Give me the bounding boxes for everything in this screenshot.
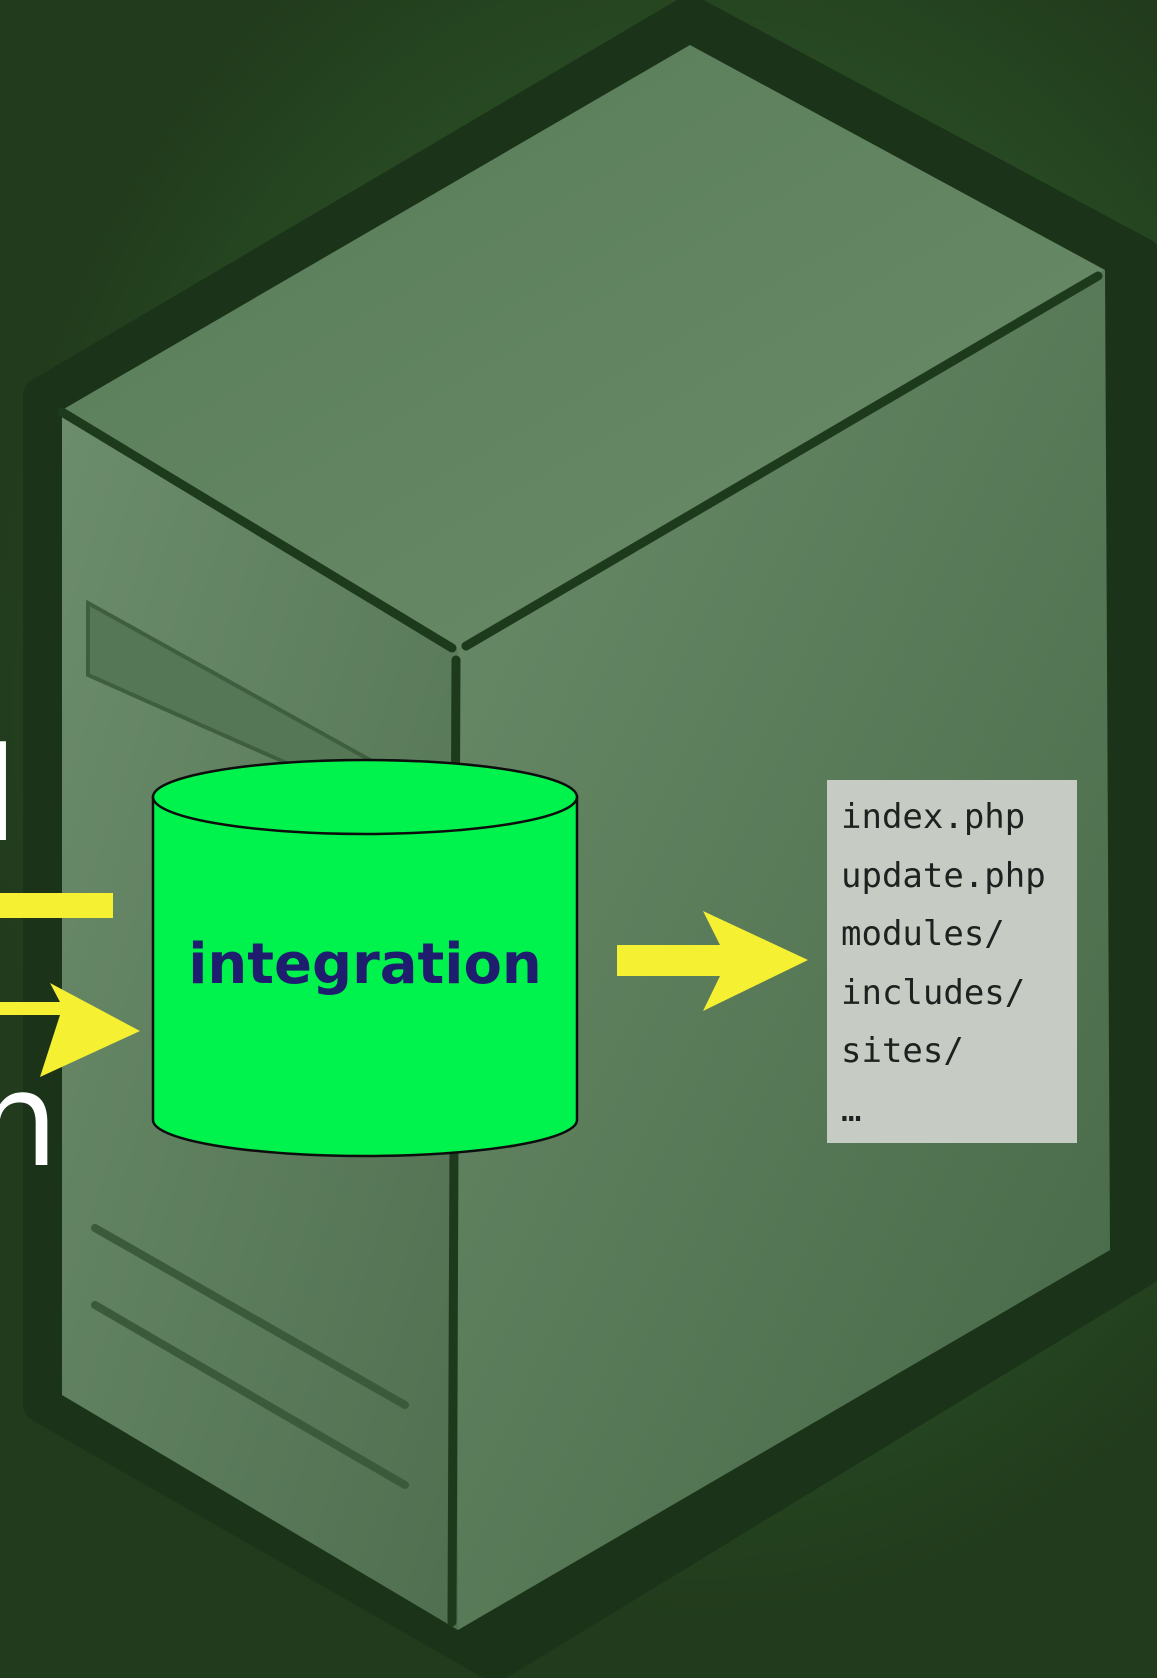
server-edge-line xyxy=(57,407,457,653)
cropped-text-fragment: h xyxy=(0,1044,59,1196)
vent-line xyxy=(91,1224,409,1409)
file-list-item: includes/ xyxy=(841,972,1026,1013)
connector-bar xyxy=(0,893,113,918)
file-list: index.php update.php modules/ includes/ … xyxy=(827,780,1077,1143)
cropped-text-fragment: l xyxy=(0,719,19,871)
vent-line xyxy=(91,1301,409,1489)
file-list-item: sites/ xyxy=(841,1031,964,1071)
server-top-face xyxy=(62,45,1105,650)
arrow-right-icon xyxy=(617,911,808,1011)
server-edge-line xyxy=(461,271,1103,651)
file-list-item: modules/ xyxy=(841,914,1005,954)
file-list-item: index.php xyxy=(841,797,1026,837)
file-list-item: update.php xyxy=(841,855,1046,896)
file-list-item: … xyxy=(841,1089,862,1130)
database-label: integration xyxy=(188,932,542,997)
arrow-right-icon xyxy=(0,983,140,1077)
database-cylinder-icon xyxy=(151,758,579,1158)
